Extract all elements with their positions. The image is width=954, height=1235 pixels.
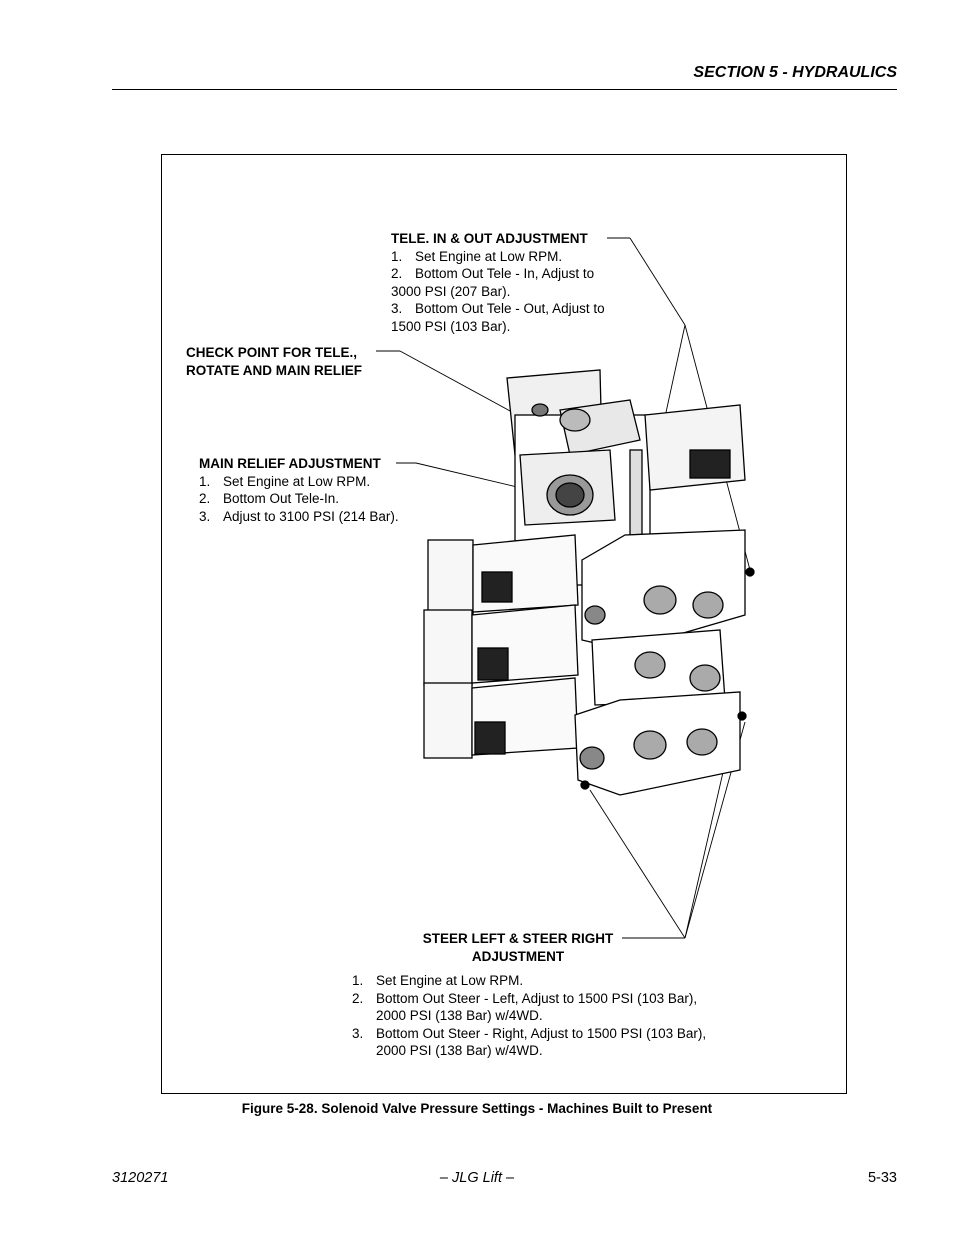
check-point-line2: ROTATE AND MAIN RELIEF	[186, 362, 362, 378]
steer-step-2-cont: 2000 PSI (138 Bar) w/4WD.	[376, 1008, 543, 1023]
tele-step-2: 2.Bottom Out Tele - In, Adjust to	[391, 266, 595, 281]
tele-step-1: 1.Set Engine at Low RPM.	[391, 248, 563, 264]
section-header: SECTION 5 - HYDRAULICS	[693, 64, 897, 81]
figure-caption: Figure 5-28. Solenoid Valve Pressure Set…	[241, 1101, 713, 1116]
tele-step-3-cont: 1500 PSI (103 Bar).	[391, 318, 511, 334]
steer-heading-line2: ADJUSTMENT	[471, 948, 565, 964]
figure-frame	[161, 154, 847, 1094]
steer-heading-line1: STEER LEFT & STEER RIGHT	[422, 931, 614, 946]
steer-steps: 1.Set Engine at Low RPM. 2.Bottom Out St…	[352, 972, 706, 1060]
header-rule	[112, 89, 897, 90]
check-point-line1: CHECK POINT FOR TELE.,	[186, 345, 358, 360]
main-relief-heading: MAIN RELIEF ADJUSTMENT	[199, 456, 381, 471]
main-relief-step-1: 1.Set Engine at Low RPM.	[199, 473, 371, 489]
tele-step-3: 3.Bottom Out Tele - Out, Adjust to	[391, 301, 605, 316]
tele-adjustment-callout: TELE. IN & OUT ADJUSTMENT 1.Set Engine a…	[391, 230, 605, 335]
steer-adjustment-heading-block: STEER LEFT & STEER RIGHT ADJUSTMENT	[413, 930, 623, 965]
steer-step-3-cont: 2000 PSI (138 Bar) w/4WD.	[376, 1043, 543, 1058]
footer-brand: – JLG Lift –	[439, 1170, 515, 1186]
main-relief-step-2: 2.Bottom Out Tele-In.	[199, 491, 340, 506]
steer-step-3: 3.Bottom Out Steer - Right, Adjust to 15…	[352, 1025, 707, 1041]
footer-page-number: 5-33	[867, 1170, 897, 1186]
main-relief-callout: MAIN RELIEF ADJUSTMENT 1.Set Engine at L…	[199, 455, 399, 525]
steer-step-2: 2.Bottom Out Steer - Left, Adjust to 150…	[352, 990, 698, 1006]
steer-step-1: 1.Set Engine at Low RPM.	[352, 973, 524, 988]
tele-step-2-cont: 3000 PSI (207 Bar).	[391, 283, 511, 299]
tele-adjustment-heading: TELE. IN & OUT ADJUSTMENT	[391, 231, 588, 246]
check-point-callout: CHECK POINT FOR TELE., ROTATE AND MAIN R…	[186, 344, 362, 379]
footer-doc-number: 3120271	[112, 1170, 169, 1186]
main-relief-step-3: 3.Adjust to 3100 PSI (214 Bar).	[199, 508, 399, 524]
